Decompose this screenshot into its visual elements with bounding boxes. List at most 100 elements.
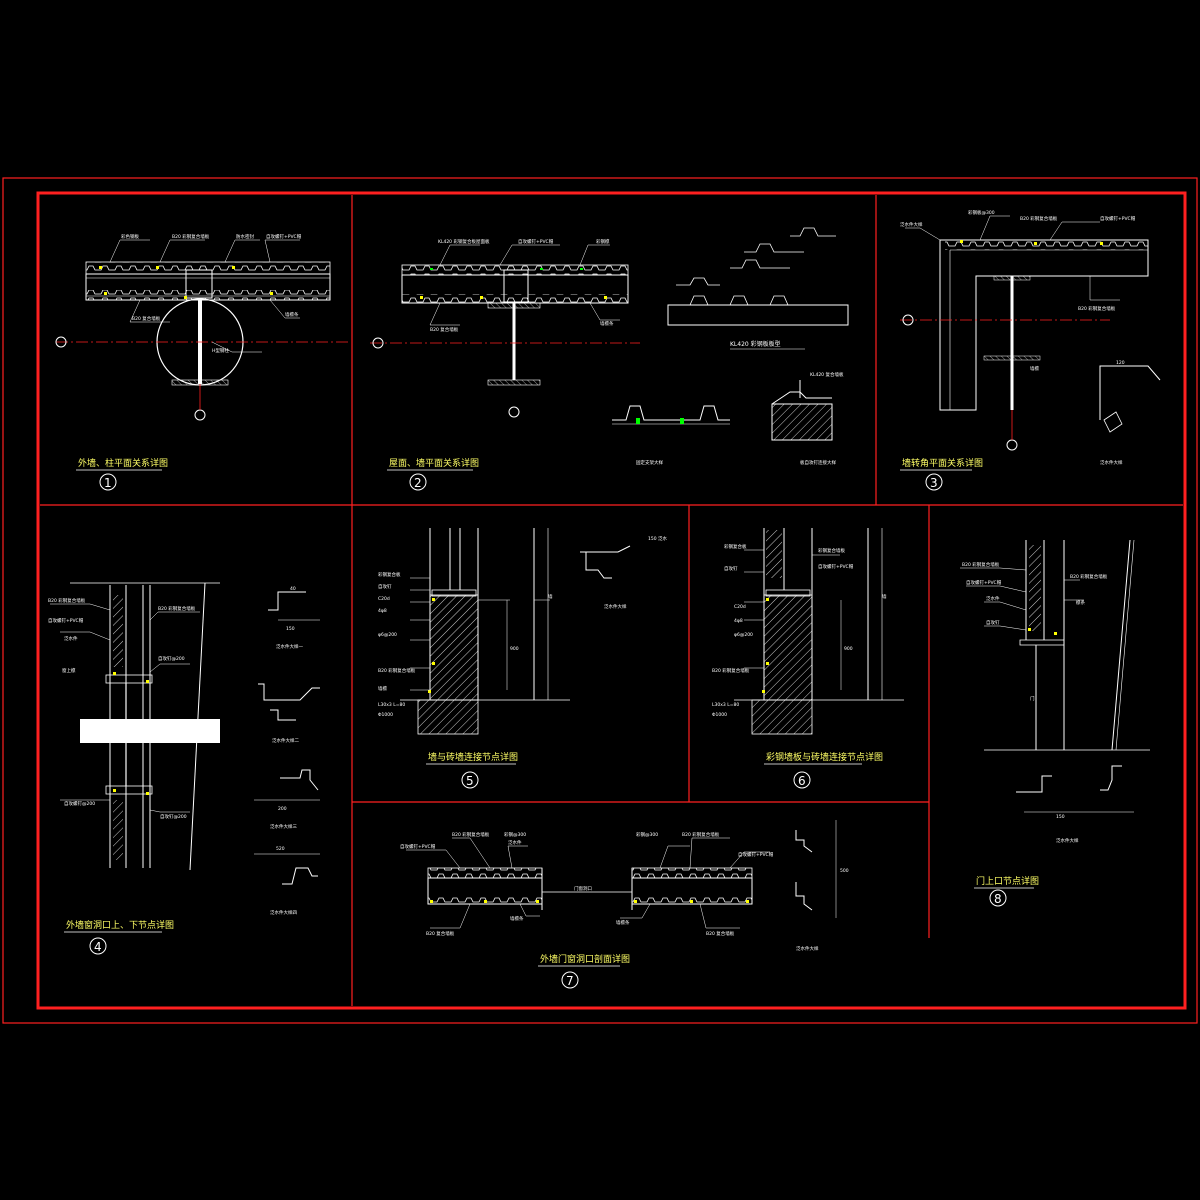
flashing-corner-label: 泛水件大样 <box>1100 459 1123 466</box>
flashing-1-label: 泛水件大样一 <box>276 643 303 650</box>
svg-text:B20 彩钢复合墙板: B20 彩钢复合墙板 <box>48 597 86 604</box>
detail-4-number: 4 <box>94 940 102 954</box>
svg-text:自攻螺钉+PVC帽: 自攻螺钉+PVC帽 <box>400 843 436 850</box>
detail-2-title: 屋面、墙平面关系详图 <box>389 457 479 469</box>
caption-8: 门上口节点详图 8 <box>974 875 1039 907</box>
svg-text:B20 彩钢复合墙板: B20 彩钢复合墙板 <box>158 605 196 612</box>
svg-text:泛水件: 泛水件 <box>986 595 1000 602</box>
svg-text:B20 彩钢复合墙板: B20 彩钢复合墙板 <box>682 831 720 838</box>
svg-text:窗: 窗 <box>84 730 89 737</box>
svg-text:自攻螺钉+PVC帽: 自攻螺钉+PVC帽 <box>818 563 854 570</box>
detail-7-number: 7 <box>566 974 574 988</box>
detail-6-drawing: 彩钢复合板 自攻钉 C20d 4φ8 φ6@200 B20 彩钢复合墙板 L30… <box>712 528 904 735</box>
svg-text:自攻钉@200: 自攻钉@200 <box>158 655 185 662</box>
detail-4-title: 外墙窗洞口上、下节点详图 <box>66 919 174 931</box>
svg-text:自攻螺钉+PVC帽: 自攻螺钉+PVC帽 <box>1100 215 1136 222</box>
svg-text:墙檩条: 墙檩条 <box>510 915 524 922</box>
detail-8-drawing: B20 彩钢复合墙板 自攻螺钉+PVC帽 泛水件 自攻钉 B20 彩钢复合墙板 … <box>960 539 1150 844</box>
detail-4-drawing: B20 彩钢复合墙板 B20 彩钢复合墙板 自攻螺钉+PVC帽 泛水件 窗上檩 … <box>48 582 320 916</box>
detail-1-title: 外墙、柱平面关系详图 <box>78 457 168 469</box>
flashing-4-label: 泛水件大样四 <box>270 909 297 916</box>
detail-8-number: 8 <box>994 892 1002 906</box>
svg-text:900: 900 <box>844 646 853 652</box>
flashing-8-label: 泛水件大样 <box>1056 837 1079 844</box>
svg-text:KL420 复合墙板: KL420 复合墙板 <box>810 371 844 378</box>
caption-1: 外墙、柱平面关系详图 1 <box>76 457 168 491</box>
detail-1-number: 1 <box>104 476 112 490</box>
svg-text:墙: 墙 <box>548 593 553 600</box>
dim-500: 500 <box>840 868 849 874</box>
svg-text:φ6@200: φ6@200 <box>734 632 753 638</box>
panel-dividers <box>40 195 1183 1006</box>
svg-text:B20 彩钢复合墙板: B20 彩钢复合墙板 <box>172 233 210 240</box>
svg-text:防水密封: 防水密封 <box>236 233 254 240</box>
detail-6-number: 6 <box>798 774 806 788</box>
svg-text:自攻钉: 自攻钉 <box>378 583 392 590</box>
svg-text:泛水件: 泛水件 <box>64 635 78 642</box>
svg-text:B20 复合墙板: B20 复合墙板 <box>430 326 459 333</box>
detail-5-title: 墙与砖墙连接节点详图 <box>428 751 518 763</box>
dim-150-a: 150 <box>286 626 295 632</box>
caption-6: 彩钢墙板与砖墙连接节点详图 6 <box>764 751 883 789</box>
svg-text:KL420 彩钢复合板屋面板: KL420 彩钢复合板屋面板 <box>438 238 490 245</box>
dim-200: 200 <box>278 806 287 812</box>
detail-5-drawing: 彩钢复合板 自攻钉 C20d 4φ8 φ6@200 B20 彩钢复合墙板 墙檩 … <box>378 528 668 735</box>
svg-text:墙檩条: 墙檩条 <box>600 320 614 327</box>
svg-text:900: 900 <box>510 646 519 652</box>
detail-3-title: 墙转角平面关系详图 <box>902 457 983 469</box>
detail-2-drawing: KL420 彩钢复合板屋面板 自攻螺钉+PVC帽 彩钢檩 B20 复合墙板 墙檩… <box>370 227 849 466</box>
svg-text:彩钢檩: 彩钢檩 <box>596 238 610 245</box>
caption-3: 墙转角平面关系详图 3 <box>900 457 983 491</box>
svg-text:C20d: C20d <box>734 604 746 610</box>
svg-text:檩条: 檩条 <box>1076 599 1085 606</box>
svg-text:φ6@200: φ6@200 <box>378 632 397 638</box>
fix-detail-label: 固定支架大样 <box>636 459 663 466</box>
svg-text:彩色钢板: 彩色钢板 <box>121 233 139 240</box>
svg-text:B20 彩钢复合墙板: B20 彩钢复合墙板 <box>1020 215 1058 222</box>
detail-7-title: 外墙门窗洞口剖面详图 <box>540 953 630 965</box>
svg-text:墙檩: 墙檩 <box>1030 365 1039 372</box>
svg-text:墙檩条: 墙檩条 <box>285 311 299 318</box>
svg-text:自攻钉: 自攻钉 <box>986 619 1000 626</box>
svg-text:窗上檩: 窗上檩 <box>62 667 76 674</box>
detail-8-title: 门上口节点详图 <box>976 875 1039 887</box>
svg-text:自攻螺钉+PVC帽: 自攻螺钉+PVC帽 <box>266 233 302 240</box>
svg-text:4φ8: 4φ8 <box>378 608 387 614</box>
caption-4: 外墙窗洞口上、下节点详图 4 <box>64 919 174 955</box>
dim-150-b: 150 <box>1056 814 1065 820</box>
svg-text:彩钢复合墙板: 彩钢复合墙板 <box>818 547 845 554</box>
flashing-3-label: 泛水件大样三 <box>270 823 297 830</box>
kl420-title: KL420 彩钢板板型 <box>730 340 781 348</box>
dim-120: 120 <box>1116 360 1125 366</box>
svg-text:B20 彩钢复合墙板: B20 彩钢复合墙板 <box>378 667 416 674</box>
seam-detail-label: 板自攻钉连接大样 <box>800 459 836 466</box>
svg-text:泛水件大样: 泛水件大样 <box>900 221 923 228</box>
detail-7-drawing: 门窗洞口 自攻螺钉+PVC帽 B20 彩钢复合墙板 彩钢@300 泛水件 B20… <box>400 820 849 952</box>
outer-frame <box>2 177 1198 1024</box>
dim-40: 40 <box>290 586 296 592</box>
svg-text:自攻螺钉+PVC帽: 自攻螺钉+PVC帽 <box>48 617 84 624</box>
svg-text:自攻螺钉+PVC帽: 自攻螺钉+PVC帽 <box>518 238 554 245</box>
svg-text:L30x3 L=80: L30x3 L=80 <box>712 702 739 708</box>
svg-text:B20 彩钢复合墙板: B20 彩钢复合墙板 <box>962 561 1000 568</box>
svg-text:H型钢柱: H型钢柱 <box>212 347 229 354</box>
svg-text:B20 复合墙板: B20 复合墙板 <box>426 930 455 937</box>
svg-text:门: 门 <box>1030 695 1035 702</box>
detail-2-number: 2 <box>414 476 422 490</box>
svg-text:墙檩: 墙檩 <box>378 685 387 692</box>
svg-text:自攻螺钉+PVC帽: 自攻螺钉+PVC帽 <box>738 851 774 858</box>
svg-text:B20 复合墙板: B20 复合墙板 <box>132 315 161 322</box>
svg-text:4φ8: 4φ8 <box>734 618 743 624</box>
svg-text:墙: 墙 <box>882 593 887 600</box>
caption-2: 屋面、墙平面关系详图 2 <box>387 457 479 491</box>
dim-520: 520 <box>276 846 285 852</box>
detail-1-drawing: 彩色钢板 B20 彩钢复合墙板 防水密封 自攻螺钉+PVC帽 B20 复合墙板 … <box>55 233 350 421</box>
svg-text:泛水件: 泛水件 <box>508 839 522 846</box>
svg-text:自攻螺钉+PVC帽: 自攻螺钉+PVC帽 <box>966 579 1002 586</box>
detail-3-number: 3 <box>930 476 938 490</box>
detail-5-number: 5 <box>466 774 474 788</box>
svg-text:Φ1000: Φ1000 <box>712 712 727 718</box>
detail-3-drawing: 泛水件大样 彩钢板@300 B20 彩钢复合墙板 自攻螺钉+PVC帽 B20 彩… <box>900 209 1161 466</box>
caption-5: 墙与砖墙连接节点详图 5 <box>426 751 518 789</box>
